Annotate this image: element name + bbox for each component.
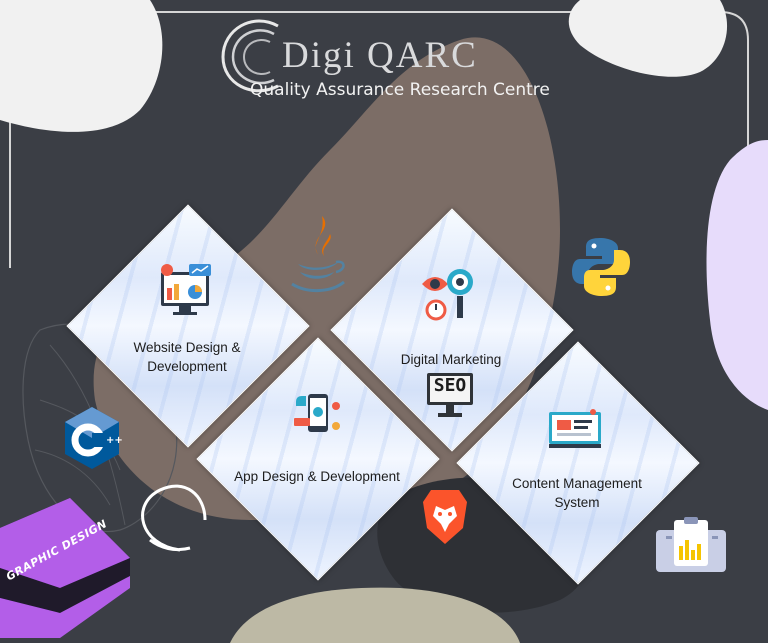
blob-white-topright — [568, 0, 728, 77]
java-icon — [291, 216, 345, 292]
scribble-circle — [141, 484, 207, 552]
blob-lilac — [706, 140, 768, 410]
brand-swirl-logo — [221, 19, 279, 93]
brave-lion-icon — [423, 490, 467, 544]
blob-beige — [230, 587, 520, 643]
python-icon — [572, 238, 630, 296]
seo-monitor-icon — [427, 373, 473, 417]
brand-subtitle: Quality Assurance Research Centre — [250, 80, 550, 100]
mobile-app-icon — [294, 394, 340, 432]
eye-gear-icon — [422, 269, 473, 321]
analytics-monitor-icon — [161, 264, 211, 315]
svg-text:++: ++ — [106, 435, 122, 446]
clipboard-chart-icon — [656, 517, 726, 572]
seo-text: SEO — [433, 375, 467, 396]
service-label-app: App Design & Development — [234, 469, 400, 484]
service-label-marketing: Digital Marketing — [400, 352, 502, 367]
monitor-document-icon — [549, 409, 601, 448]
cpp-icon: ++ — [65, 407, 122, 469]
service-label-website: Website Design & Development — [133, 340, 241, 374]
blob-white-topleft — [0, 0, 163, 132]
graphic-design-book-icon — [0, 498, 130, 638]
service-label-cms: Content Management System — [512, 476, 642, 510]
brand-title: Digi QARC — [282, 35, 478, 76]
